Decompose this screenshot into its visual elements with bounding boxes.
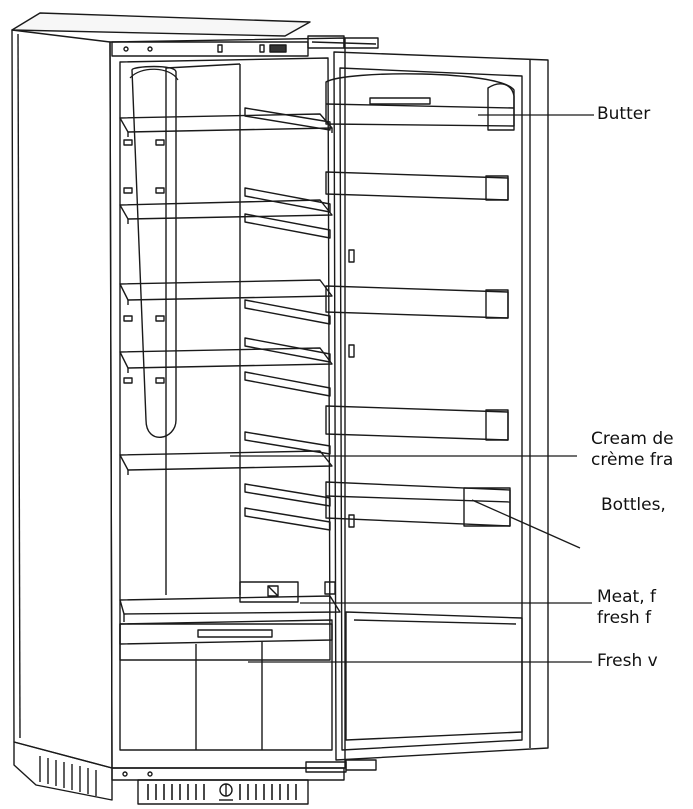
chiller-shelf (119, 595, 341, 622)
lower-hinge (305, 759, 377, 773)
screw-icon (123, 46, 129, 52)
vegetable-drawer (119, 619, 333, 751)
door-rack (325, 171, 509, 201)
callout-cream: Cream de crème fra (591, 429, 674, 470)
shelf-rails (244, 107, 331, 531)
plinth (13, 741, 377, 805)
callout-vegetables: Fresh v (597, 651, 658, 671)
glass-shelf (119, 199, 333, 224)
bottle-rack (325, 481, 511, 527)
screw-icon (147, 46, 153, 52)
glass-shelf (119, 450, 333, 475)
interior-compartment (119, 57, 331, 661)
wall-studs (123, 139, 165, 384)
screw-icon (122, 771, 128, 777)
callout-meat: Meat, f fresh f (597, 587, 657, 628)
control-box (239, 581, 299, 603)
glass-shelf (119, 113, 333, 137)
door-rack (325, 285, 509, 319)
callout-bottles: Bottles, (601, 495, 666, 515)
door (324, 51, 549, 761)
upper-hinge (307, 35, 379, 49)
door-bottom-rack (345, 611, 523, 741)
leader-line-bottles (471, 499, 581, 549)
door-rack (325, 405, 509, 441)
cabinet-body (11, 12, 379, 769)
glass-shelf (119, 347, 333, 373)
glass-shelf (119, 279, 333, 305)
screw-icon (147, 771, 153, 777)
callout-butter: Butter (597, 104, 651, 124)
butter-compartment (325, 73, 515, 131)
adjustment-foot-icon (219, 783, 233, 801)
